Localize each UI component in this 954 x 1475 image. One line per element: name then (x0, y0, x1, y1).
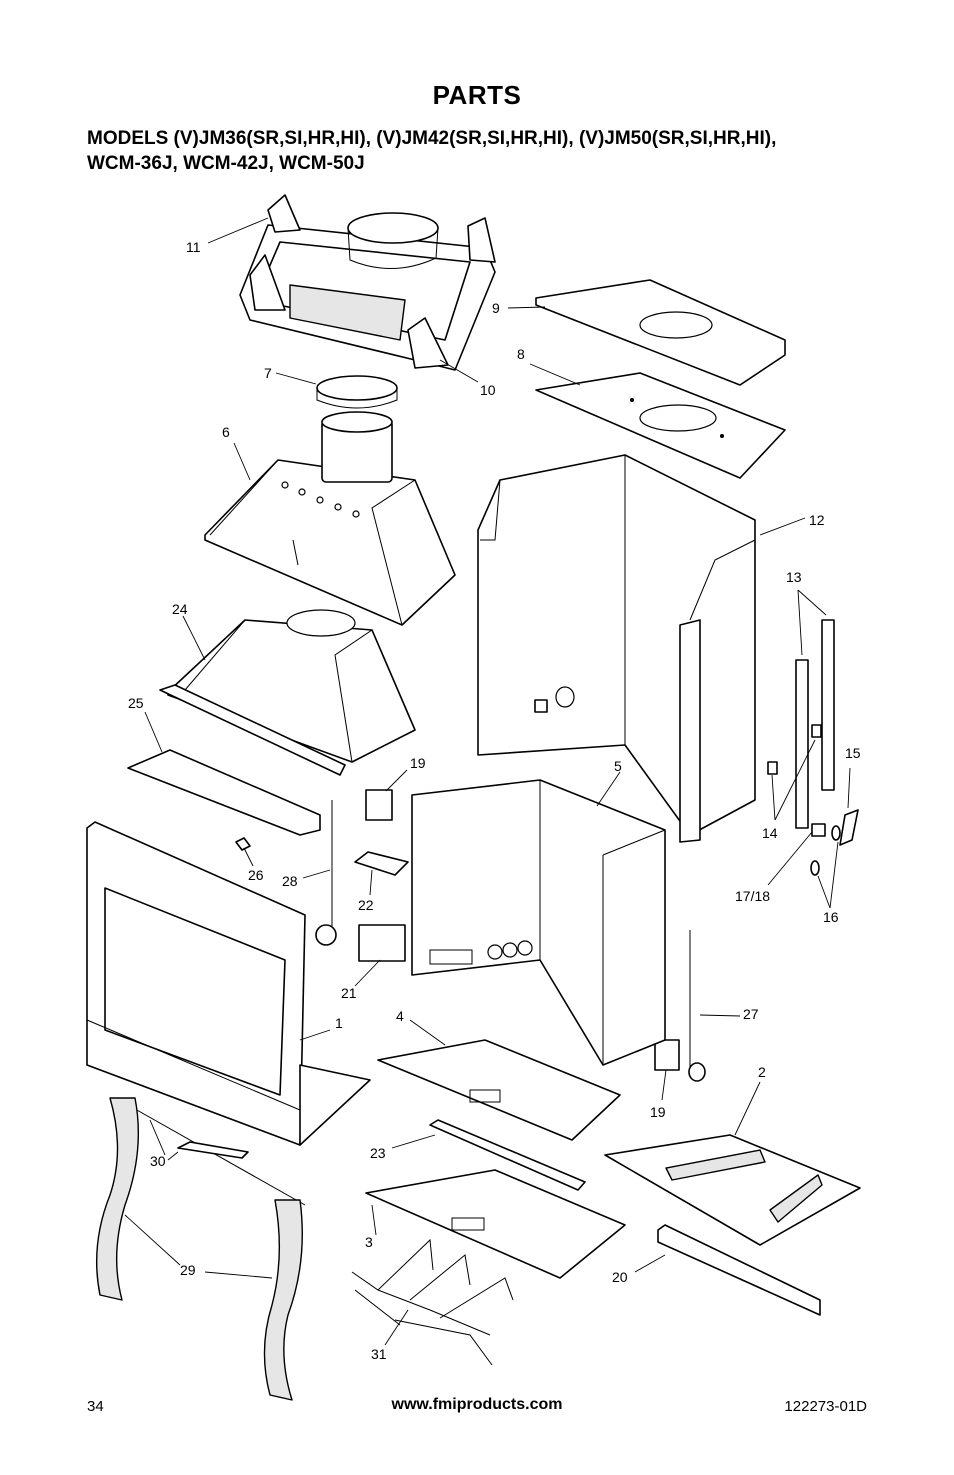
models-heading: MODELS (V)JM36(SR,SI,HR,HI), (V)JM42(SR,… (87, 126, 887, 176)
part-26-tab (235, 837, 251, 851)
callout-11: 11 (186, 239, 201, 255)
callout-17-18: 17/18 (735, 888, 770, 904)
callout-6: 6 (222, 424, 230, 440)
part-30-screen-bar (127, 1104, 306, 1206)
callout-20: 20 (612, 1269, 628, 1285)
part-15-plate (839, 809, 859, 846)
part-22-tray (354, 851, 409, 876)
part-9-top-panel (535, 279, 786, 386)
part-19-junction-box-lower (654, 1039, 680, 1071)
document-number: 122273-01D (784, 1398, 867, 1415)
part-5-firebox-liner (411, 779, 666, 1066)
part-3-hearth-plate (365, 1169, 626, 1279)
part-16-gaskets (810, 825, 841, 876)
callout-9: 9 (492, 300, 500, 316)
part-1-front-frame (86, 821, 371, 1146)
part-27-cable (688, 930, 706, 1082)
callout-23: 23 (370, 1145, 386, 1161)
callout-24: 24 (172, 601, 188, 617)
callout-22: 22 (358, 897, 374, 913)
part-25-baffle (127, 749, 321, 836)
callout-4: 4 (396, 1008, 404, 1024)
leader-lines (124, 217, 851, 1346)
page-title: PARTS (432, 80, 522, 110)
part-23-strip (429, 1119, 586, 1191)
part-19-junction-box-upper (365, 789, 393, 821)
part-31-grate (351, 1238, 514, 1366)
callout-27: 27 (743, 1006, 759, 1022)
part-11-top-assembly (239, 194, 496, 371)
callout-21: 21 (341, 985, 357, 1001)
part-17-18-switch (811, 823, 826, 837)
models-line-2: WCM-36J, WCM-42J, WCM-50J (87, 153, 365, 174)
callout-19-lower: 19 (650, 1104, 666, 1120)
callout-13: 13 (786, 569, 802, 585)
website-link[interactable]: www.fmiproducts.com (391, 1396, 563, 1413)
callout-10: 10 (480, 382, 496, 398)
part-4-perforated-floor (377, 1039, 621, 1141)
callout-14: 14 (762, 825, 778, 841)
part-21-box (358, 924, 406, 962)
callout-3: 3 (365, 1234, 373, 1250)
part-29-screens (95, 1097, 303, 1401)
callout-28: 28 (282, 873, 298, 889)
callout-30: 30 (150, 1153, 166, 1169)
part-24-lower-hood (159, 609, 416, 776)
page-number: 34 (87, 1398, 104, 1415)
part-13-side-brackets (795, 619, 835, 829)
callout-1: 1 (335, 1015, 343, 1031)
callout-25: 25 (128, 695, 144, 711)
part-20-strip (657, 1224, 821, 1316)
callout-5: 5 (614, 758, 622, 774)
callout-7: 7 (264, 365, 272, 381)
part-14-clips (767, 724, 822, 775)
part-28-cable (315, 800, 337, 946)
callout-12: 12 (809, 512, 825, 528)
callout-29: 29 (180, 1262, 196, 1278)
callout-numbers: 11 9 8 7 10 6 12 13 24 25 19 5 15 14 17/… (128, 239, 861, 1362)
callout-19-upper: 19 (410, 755, 426, 771)
part-12-outer-casing (477, 454, 756, 843)
callout-16: 16 (823, 909, 839, 925)
part-2-base-pan (604, 1134, 861, 1246)
callout-26: 26 (248, 867, 264, 883)
callout-2: 2 (758, 1064, 766, 1080)
part-7-ring (316, 375, 398, 409)
part-8-shield-plate (535, 372, 786, 479)
callout-31: 31 (371, 1346, 387, 1362)
callout-15: 15 (845, 745, 861, 761)
callout-8: 8 (517, 346, 525, 362)
part-6-upper-hood (204, 411, 456, 626)
models-line-1: MODELS (V)JM36(SR,SI,HR,HI), (V)JM42(SR,… (87, 128, 777, 149)
